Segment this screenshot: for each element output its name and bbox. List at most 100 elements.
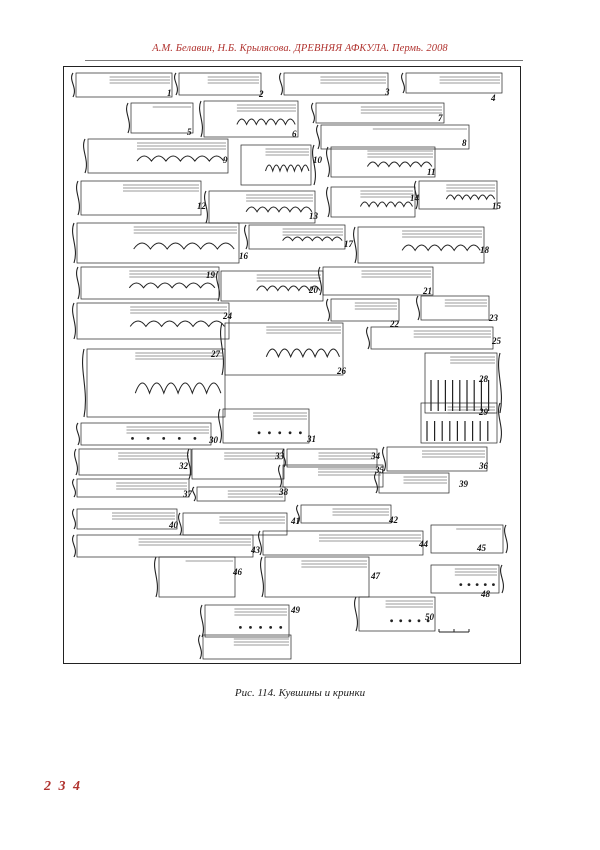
fragment-number: 43 — [250, 545, 261, 555]
fragment-number: 31 — [306, 434, 316, 444]
fragment-number: 38 — [278, 487, 289, 497]
vessel-fragment: 36 — [382, 446, 489, 472]
fragment-number: 21 — [422, 286, 432, 296]
fragment-number: 23 — [488, 313, 499, 323]
header-rule — [85, 60, 523, 61]
vessel-fragment: 26 — [220, 322, 347, 376]
fragment-number: 17 — [344, 239, 354, 249]
vessel-fragment: 9 — [83, 138, 229, 174]
fragment-number: 42 — [388, 515, 399, 525]
vessel-fragment: 29 — [420, 402, 502, 444]
vessel-fragment: 4 — [401, 72, 503, 103]
vessel-fragment: 2 — [174, 72, 264, 99]
figure-caption: Рис. 114. Кувшины и кринки — [234, 687, 366, 699]
fragment-number: 19 — [206, 270, 216, 280]
vessel-fragment: 13 — [204, 190, 319, 224]
vessel-fragment: 23 — [416, 295, 499, 323]
vessel-fragment: 46 — [154, 556, 243, 598]
fragment-number: 15 — [492, 201, 502, 211]
vessel-fragment: 49 — [200, 604, 301, 638]
fragment-number: 35 — [374, 465, 385, 475]
fragment-number: 1 — [167, 88, 172, 98]
vessel-fragment: 5 — [126, 102, 194, 137]
fragment-number: 20 — [308, 285, 319, 295]
fragment-number: 5 — [187, 127, 192, 137]
vessel-fragment: 22 — [326, 298, 400, 329]
fragment-number: 47 — [370, 571, 381, 581]
fragment-number: 18 — [480, 245, 490, 255]
vessel-fragment: 25 — [366, 326, 502, 350]
vessel-fragment: 42 — [296, 504, 399, 525]
fragment-number: 16 — [239, 251, 249, 261]
fragment-number: 48 — [480, 589, 491, 599]
fragment-number: 2 — [258, 89, 264, 99]
fragment-number: 41 — [290, 516, 300, 526]
fragment-number: 28 — [478, 374, 489, 384]
vessel-fragment: 16 — [72, 222, 249, 264]
fragment-number: 49 — [290, 605, 301, 615]
fragment-number: 39 — [458, 479, 469, 489]
vessel-fragment: 17 — [244, 224, 354, 250]
vessel-fragment: 40 — [72, 508, 179, 530]
vessel-fragment: 11 — [326, 146, 436, 178]
fragment-number: 13 — [309, 211, 319, 221]
vessel-fragment: 27 — [82, 348, 226, 418]
fragment-number: 36 — [478, 461, 489, 471]
vessel-fragment: 14 — [326, 186, 420, 218]
vessel-fragment: 3 — [279, 72, 390, 97]
vessel-fragment: 6 — [199, 100, 299, 139]
vessel-fragment: 21 — [318, 266, 434, 296]
vessel-fragment: 7 — [311, 102, 445, 124]
vessel-fragment: 15 — [414, 180, 502, 211]
fragment-number: 24 — [222, 311, 233, 321]
vessel-fragment: 38 — [192, 486, 289, 502]
fragment-number: 14 — [410, 193, 420, 203]
fragment-number: 32 — [178, 461, 189, 471]
fragment-number: 3 — [384, 87, 390, 97]
fragment-number: 9 — [223, 155, 228, 165]
vessel-fragment — [198, 634, 292, 660]
vessel-fragment: 35 — [278, 464, 385, 488]
vessel-fragment: 12 — [76, 180, 207, 216]
fragment-number: 7 — [438, 113, 443, 123]
vessel-fragment: 10 — [240, 144, 323, 186]
fragment-number: 34 — [370, 451, 381, 461]
fragment-number: 6 — [292, 129, 297, 139]
fragment-number: 37 — [182, 489, 193, 499]
running-head: А.М. Белавин, Н.Б. Крылясова. ДРЕВНЯЯ АФ… — [152, 43, 448, 54]
fragment-number: 11 — [427, 167, 436, 177]
fragment-number: 40 — [168, 520, 179, 530]
vessel-fragment: 28 — [424, 352, 502, 414]
scale-bar — [438, 629, 470, 633]
vessel-fragment: 50 — [354, 596, 436, 632]
vessel-fragment: 43 — [72, 534, 261, 558]
fragment-number: 46 — [232, 567, 243, 577]
fragment-number: 26 — [336, 366, 347, 376]
vessel-fragment: 18 — [353, 226, 490, 264]
vessel-fragment: 19 — [76, 266, 220, 300]
fragment-number: 12 — [197, 201, 207, 211]
vessel-fragment: 41 — [178, 512, 300, 536]
fragment-number: 44 — [418, 539, 429, 549]
vessel-fragment: 20 — [216, 270, 324, 302]
vessel-fragment: 1 — [71, 72, 173, 98]
fragment-number: 4 — [490, 93, 496, 103]
vessel-fragment: 44 — [258, 530, 429, 556]
vessel-fragment: 31 — [218, 408, 316, 444]
fragment-number: 8 — [462, 138, 467, 148]
fragment-number: 22 — [389, 319, 400, 329]
vessel-fragment: 39 — [374, 472, 469, 494]
fragment-number: 29 — [478, 407, 489, 417]
vessel-fragment: 34 — [282, 448, 381, 468]
vessel-fragment: 24 — [72, 302, 233, 340]
vessel-fragment: 32 — [74, 448, 192, 476]
vessel-fragment: 33 — [187, 448, 285, 480]
fragment-number: 33 — [274, 451, 285, 461]
vessel-fragment: 48 — [430, 564, 504, 599]
vessel-fragment: 45 — [430, 524, 508, 554]
fragment-number: 50 — [425, 612, 435, 622]
page-number: 2 3 4 — [44, 779, 82, 794]
fragment-number: 27 — [210, 349, 221, 359]
